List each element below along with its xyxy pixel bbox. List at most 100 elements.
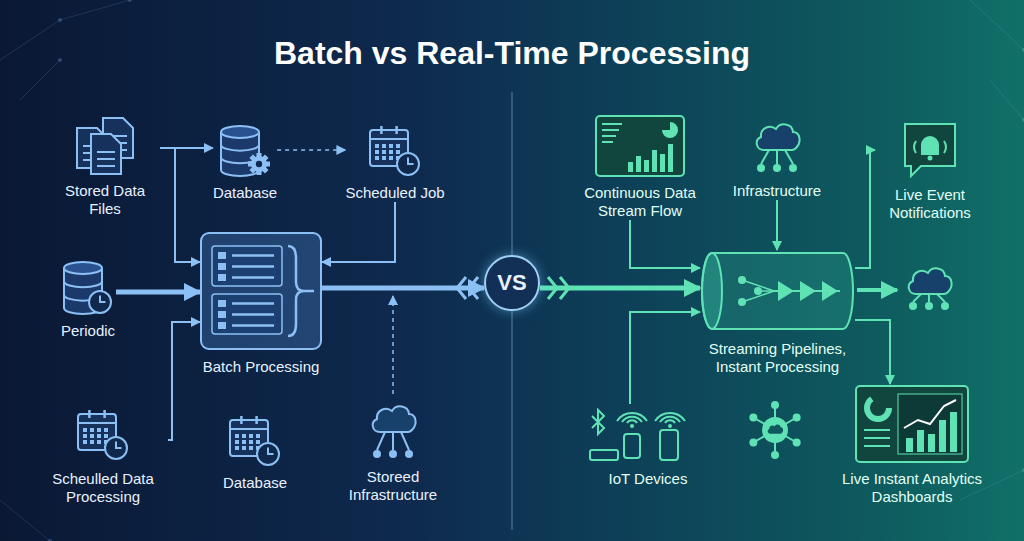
icon-part <box>655 413 685 421</box>
icon-part <box>771 451 779 459</box>
icon-part <box>218 263 226 270</box>
node-icon <box>747 118 807 176</box>
icon-part <box>749 414 757 422</box>
icon-part <box>104 434 108 438</box>
icon-part <box>928 294 930 302</box>
icon-part <box>793 414 801 422</box>
icon-part <box>373 406 416 432</box>
icon-part <box>660 430 678 460</box>
icon-part <box>97 165 115 167</box>
icon-part <box>103 410 106 418</box>
node-label: Batch Processing <box>203 358 320 376</box>
icon-part <box>628 162 633 172</box>
icon-part <box>389 150 393 154</box>
icon-part <box>950 412 957 452</box>
node-label: Scheduled Job <box>345 184 444 202</box>
icon-part <box>83 434 87 438</box>
icon-part <box>304 290 314 293</box>
icon-part <box>218 300 226 307</box>
icon-part <box>757 164 765 172</box>
icon-part <box>256 440 260 444</box>
icon-part <box>218 252 226 259</box>
icon-part <box>909 268 952 294</box>
icon-part <box>856 386 968 462</box>
icon-part <box>97 428 101 432</box>
icon-part <box>240 416 243 424</box>
flow-connector <box>277 149 345 151</box>
icon-part <box>395 126 398 134</box>
icon-part <box>921 136 939 155</box>
icon-part <box>232 254 274 257</box>
icon-part <box>230 416 279 465</box>
node-label: Infrastructure <box>733 182 821 200</box>
background-network <box>48 539 52 541</box>
icon-part <box>232 324 274 327</box>
divider-line <box>511 92 513 530</box>
background-network <box>1022 48 1024 52</box>
icon-part <box>91 134 121 174</box>
icon-part <box>757 124 800 150</box>
icon-part <box>702 253 722 329</box>
icon-part <box>256 161 262 167</box>
icon-part <box>864 437 890 439</box>
icon-part <box>235 434 239 438</box>
stream-source: Continuous Data Stream Flow <box>575 114 705 220</box>
icon-part <box>201 233 321 349</box>
icon-part <box>221 145 259 151</box>
cloud-output-icon <box>909 268 952 310</box>
icon-part <box>375 156 379 160</box>
icon-part <box>242 434 246 438</box>
node-label: Storeed Infrastructure <box>338 468 448 504</box>
icon-part <box>97 434 101 438</box>
icon-part <box>375 150 379 154</box>
icon-part <box>373 450 381 458</box>
background-network <box>20 60 60 100</box>
background-network <box>1022 118 1024 122</box>
icon-part <box>762 417 788 443</box>
iot-devices: IoT Devices <box>588 404 708 488</box>
dashboard-output: Live Instant Analytics Dashboards <box>827 384 997 506</box>
icon-part <box>668 144 673 172</box>
icon-part <box>83 440 87 444</box>
dashed-support-line <box>392 296 394 394</box>
icon-part <box>928 434 935 452</box>
icon-part <box>105 437 127 459</box>
diagram-title: Batch vs Real-Time Processing <box>0 34 1024 72</box>
icon-part <box>212 294 282 334</box>
icon-part <box>636 156 641 172</box>
icon-part <box>590 450 618 460</box>
node-label: Streaming Pipelines, Instant Processing <box>693 340 863 376</box>
icon-part <box>251 156 267 172</box>
icon-part <box>389 450 397 458</box>
icon-part <box>288 246 304 336</box>
icon-part <box>774 290 840 292</box>
icon-part <box>78 410 127 459</box>
icon-part <box>408 157 414 164</box>
icon-part <box>856 386 968 462</box>
node-label: Database <box>213 184 277 202</box>
icon-part <box>914 141 916 153</box>
node-icon <box>366 122 424 178</box>
icon-part <box>64 281 102 287</box>
node-icon <box>854 384 970 464</box>
icon-part <box>596 116 684 176</box>
icon-part <box>602 141 613 143</box>
icon-part <box>660 154 665 172</box>
icon-part <box>64 262 111 314</box>
network-hub-icon <box>749 401 800 459</box>
icon-part <box>864 445 890 447</box>
scheduled-job: Scheduled Job <box>345 122 444 202</box>
background-network <box>0 500 50 541</box>
icon-part <box>242 446 246 450</box>
icon-part <box>235 446 239 450</box>
icon-part <box>78 422 116 424</box>
icon-part <box>268 447 274 454</box>
flow-connector <box>630 220 700 268</box>
icon-part <box>221 126 259 138</box>
icon-part <box>232 313 274 316</box>
notification-output: Live Event Notifications <box>875 120 985 222</box>
node-icon <box>217 120 273 178</box>
icon-part <box>602 123 622 125</box>
background-network <box>0 20 60 60</box>
